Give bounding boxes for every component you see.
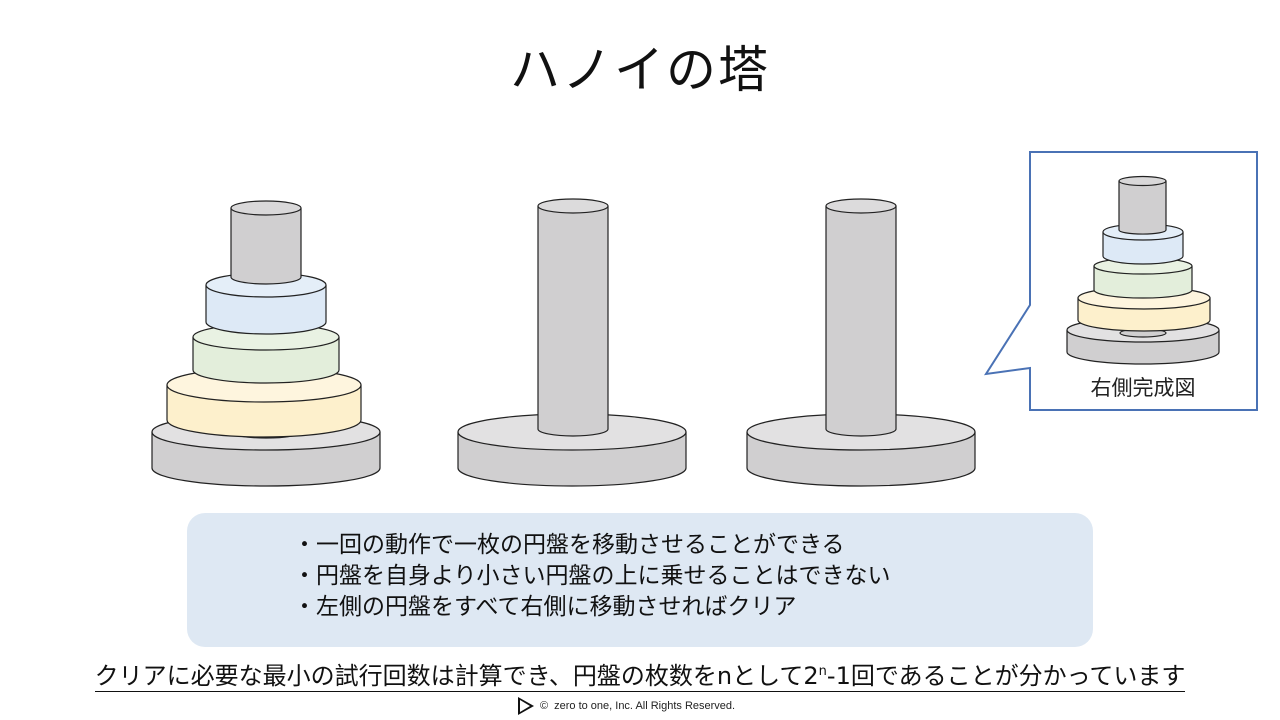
summary-after: -1回であることが分かっています	[826, 662, 1186, 690]
copyright-symbol: ©	[540, 700, 549, 712]
footer: © zero to one, Inc. All Rights Reserved.	[518, 697, 735, 715]
rule-item: 左側の円盤をすべて右側に移動させればクリア	[293, 592, 891, 623]
play-logo-icon	[518, 697, 534, 715]
left-peg-stack	[151, 200, 381, 487]
mini-tower	[1066, 175, 1220, 365]
summary-before: クリアに必要な最小の試行回数は計算でき、円盤の枚数をnとして2	[94, 662, 819, 690]
slide-title: ハノイの塔	[510, 41, 770, 99]
summary-underlined: クリアに必要な最小の試行回数は計算でき、円盤の枚数をnとして2n-1回であること…	[94, 662, 1186, 692]
middle-peg-stack	[457, 198, 687, 487]
rule-item: 円盤を自身より小さい円盤の上に乗せることはできない	[293, 561, 891, 592]
rule-item: 一回の動作で一枚の円盤を移動させることができる	[293, 530, 891, 561]
copyright-text: zero to one, Inc. All Rights Reserved.	[554, 700, 736, 712]
rules-list: 一回の動作で一枚の円盤を移動させることができる 円盤を自身より小さい円盤の上に乗…	[293, 530, 891, 623]
callout-label: 右側完成図	[1090, 376, 1196, 400]
left-peg	[230, 200, 302, 285]
right-peg-stack	[746, 198, 976, 487]
summary-text: クリアに必要な最小の試行回数は計算でき、円盤の枚数をnとして2n-1回であること…	[0, 656, 1280, 692]
summary-exponent: n	[818, 664, 827, 679]
completed-state-callout	[983, 151, 1258, 411]
